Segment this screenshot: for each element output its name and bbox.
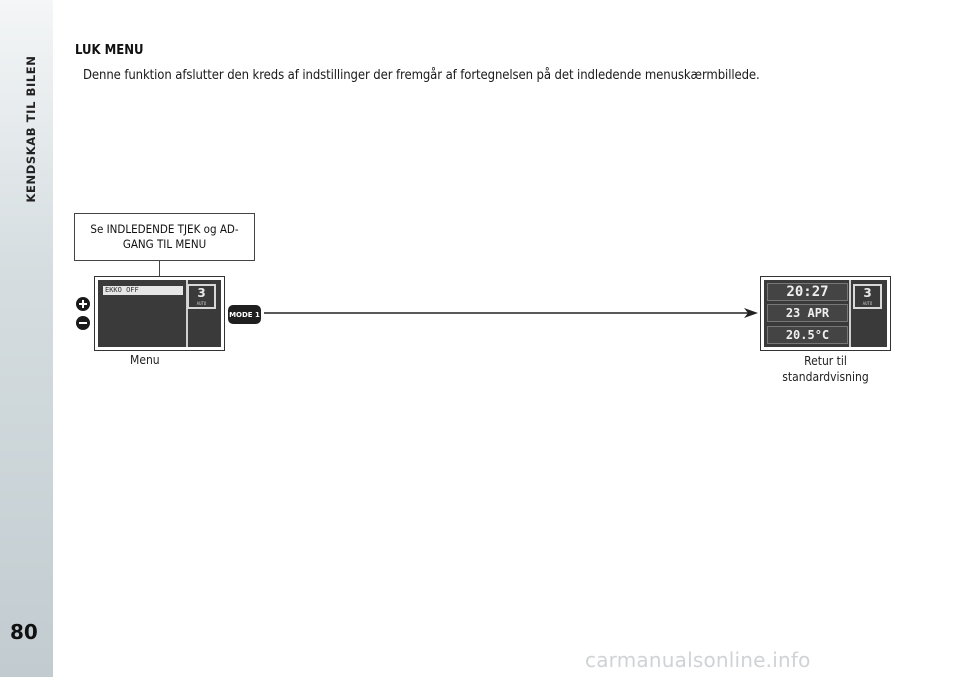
page-number: 80 — [10, 620, 38, 644]
plus-button-icon — [76, 297, 90, 311]
gear-indicator: 3 AUTO — [853, 284, 882, 309]
transition-arrow-icon — [264, 308, 758, 318]
gear-unit: AUTO — [196, 301, 207, 306]
standard-display-screen: 20:27 23 APR 20.5°C 3 AUTO — [760, 276, 891, 351]
standard-caption: Retur til standardvisning — [760, 353, 891, 385]
body-paragraph: Denne funktion afslutter den kreds af in… — [83, 68, 760, 83]
reference-connector — [159, 261, 160, 276]
gear-number: 3 — [197, 286, 206, 300]
gear-indicator: 3 AUTO — [187, 284, 216, 309]
date-readout: 23 APR — [767, 304, 848, 322]
menu-item-highlight: EKKO OFF — [103, 286, 183, 295]
standard-divider — [849, 280, 851, 347]
gear-number: 3 — [863, 286, 872, 300]
minus-button-icon — [76, 316, 90, 330]
section-title: KENDSKAB TIL BILEN — [24, 55, 38, 203]
menu-divider — [186, 280, 188, 347]
menu-display-screen: EKKO OFF 3 AUTO — [94, 276, 225, 351]
standard-caption-line1: Retur til — [804, 354, 847, 368]
temperature-readout: 20.5°C — [767, 326, 848, 344]
standard-caption-line2: standardvisning — [782, 370, 869, 384]
section-heading: LUK MENU — [75, 43, 144, 58]
gear-unit: AUTO — [862, 301, 873, 306]
menu-caption: Menu — [130, 353, 160, 367]
standard-lcd: 20:27 23 APR 20.5°C 3 AUTO — [764, 280, 887, 347]
watermark: carmanualsonline.info — [585, 648, 811, 672]
sidebar-band — [0, 0, 53, 677]
reference-box: Se INDLEDENDE TJEK og AD-GANG TIL MENU — [74, 213, 255, 261]
clock-readout: 20:27 — [767, 283, 848, 301]
menu-lcd: EKKO OFF 3 AUTO — [98, 280, 221, 347]
mode-button-icon: MODE 1 — [228, 305, 261, 324]
